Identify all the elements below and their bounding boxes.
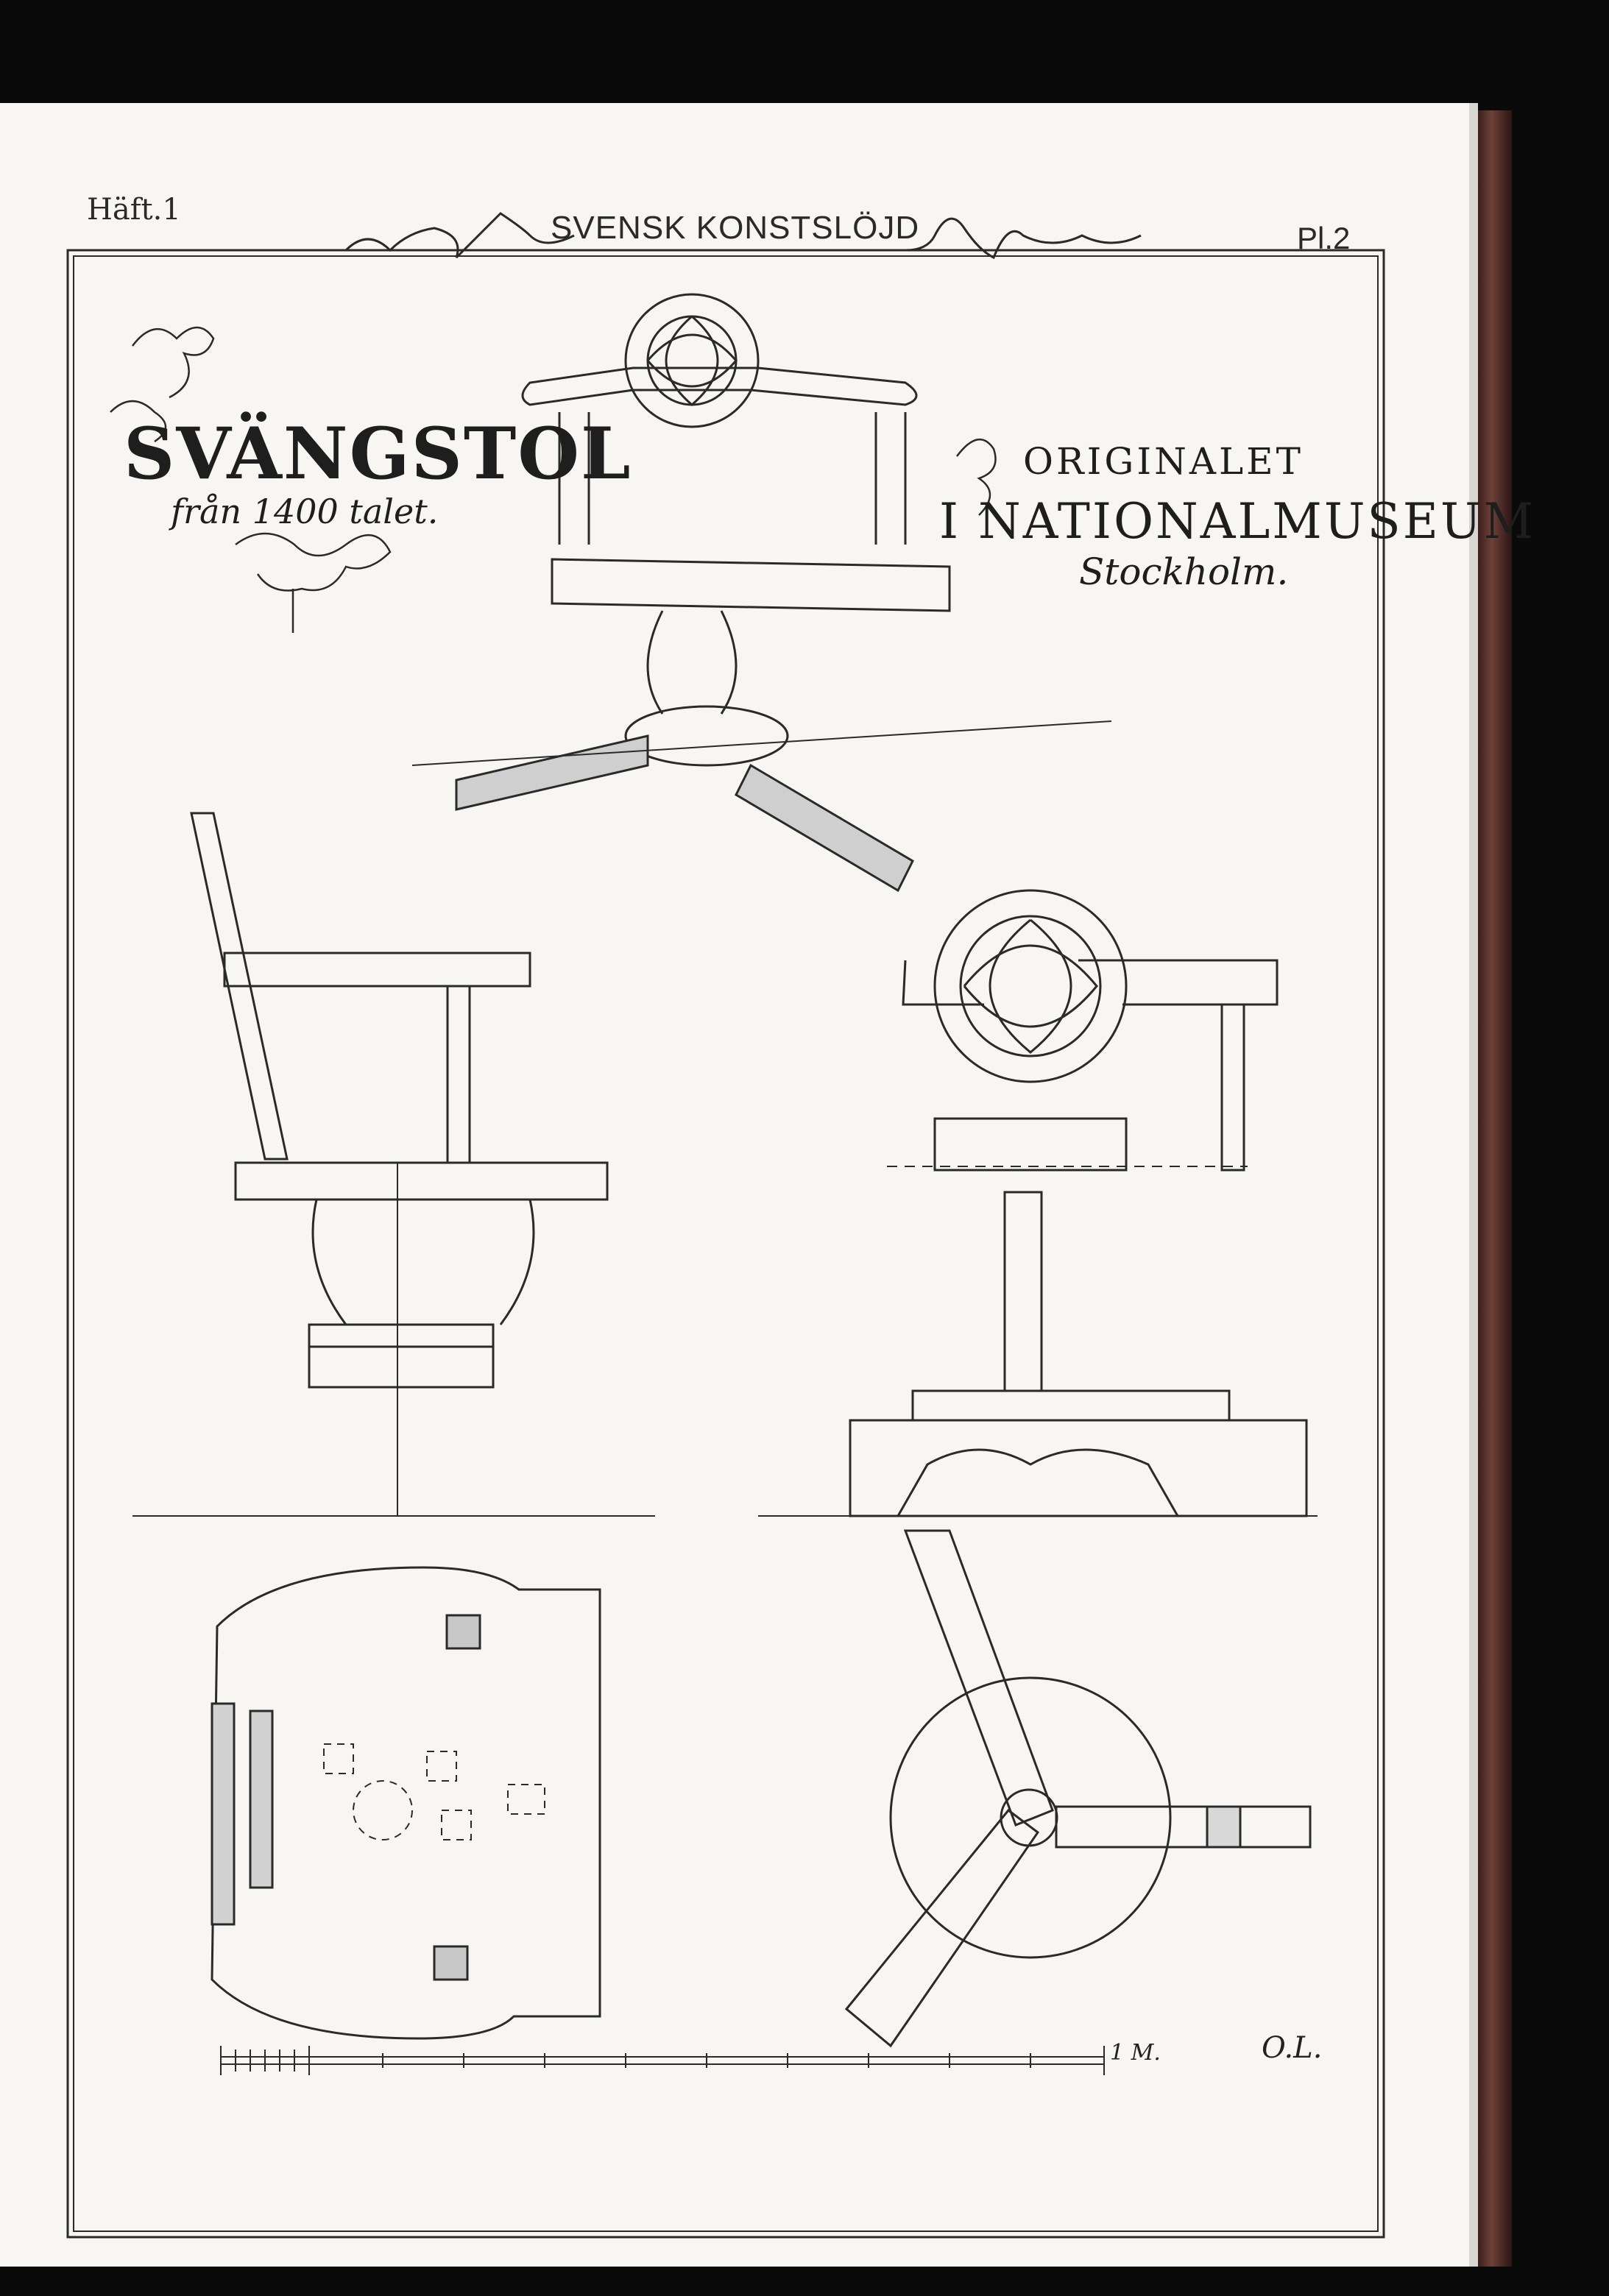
artist-signature: O.L.: [1262, 2031, 1323, 2065]
provenance-line-2: I NATIONALMUSEUM: [939, 493, 1536, 550]
provenance-line-3: Stockholm.: [1079, 550, 1289, 593]
book-binding-edge: [1478, 110, 1512, 2267]
scale-label: 1 M.: [1110, 2040, 1161, 2066]
header-flourish-right: [905, 217, 1142, 260]
object-title: SVÄNGSTOL: [124, 412, 632, 495]
title-ornament: [110, 326, 997, 633]
scale-bar: [220, 2046, 1105, 2075]
issue-label: Häft.1: [87, 193, 181, 227]
provenance-line-1: ORIGINALET: [1023, 440, 1304, 483]
chair-perspective-view: [411, 293, 1112, 893]
column-elevation: [758, 1191, 1318, 1517]
plan-view-base: [844, 1529, 1312, 2048]
header-flourish-left: [344, 212, 575, 259]
object-period: från 1400 talet.: [171, 492, 439, 531]
plate-border-inner: [73, 255, 1379, 2232]
plate-border-outer: [66, 249, 1385, 2239]
side-elevation: [132, 812, 655, 1517]
plate-number: Pl.2: [1297, 221, 1351, 255]
page-gutter-shadow: [1469, 103, 1478, 2267]
plan-view-seat: [211, 1566, 601, 2040]
page-sheet: [0, 103, 1478, 2267]
series-title: SVENSK KONSTSLÖJD: [551, 210, 920, 246]
front-elevation: [887, 889, 1279, 1172]
